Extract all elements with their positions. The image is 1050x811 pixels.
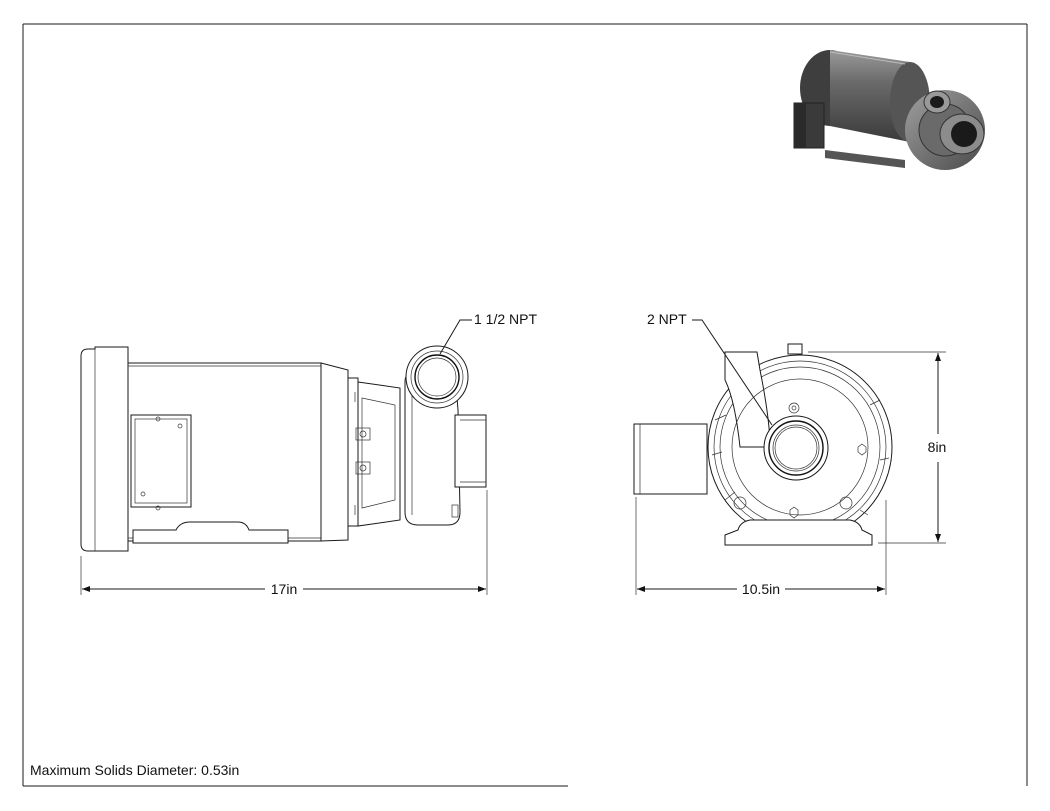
dimension-front-width-label: 10.5in (742, 581, 780, 597)
pump-front-view (633, 343, 893, 546)
callout-suction: 2 NPT (647, 311, 773, 426)
pump-side-view (80, 345, 487, 552)
callout-discharge-label: 1 1/2 NPT (474, 311, 537, 327)
dimension-side-length: 17in (80, 490, 488, 597)
dimension-front-height: 8in (808, 351, 947, 544)
dimension-side-length-label: 17in (271, 581, 297, 597)
callout-suction-label: 2 NPT (647, 311, 687, 327)
dimension-front-height-label: 8in (928, 439, 947, 455)
max-solids-note: Maximum Solids Diameter: 0.53in (30, 762, 240, 778)
callout-discharge: 1 1/2 NPT (439, 311, 537, 355)
dimension-front-width: 10.5in (635, 497, 887, 597)
sheet-border (22, 23, 1028, 787)
pump-iso-view (793, 50, 985, 170)
